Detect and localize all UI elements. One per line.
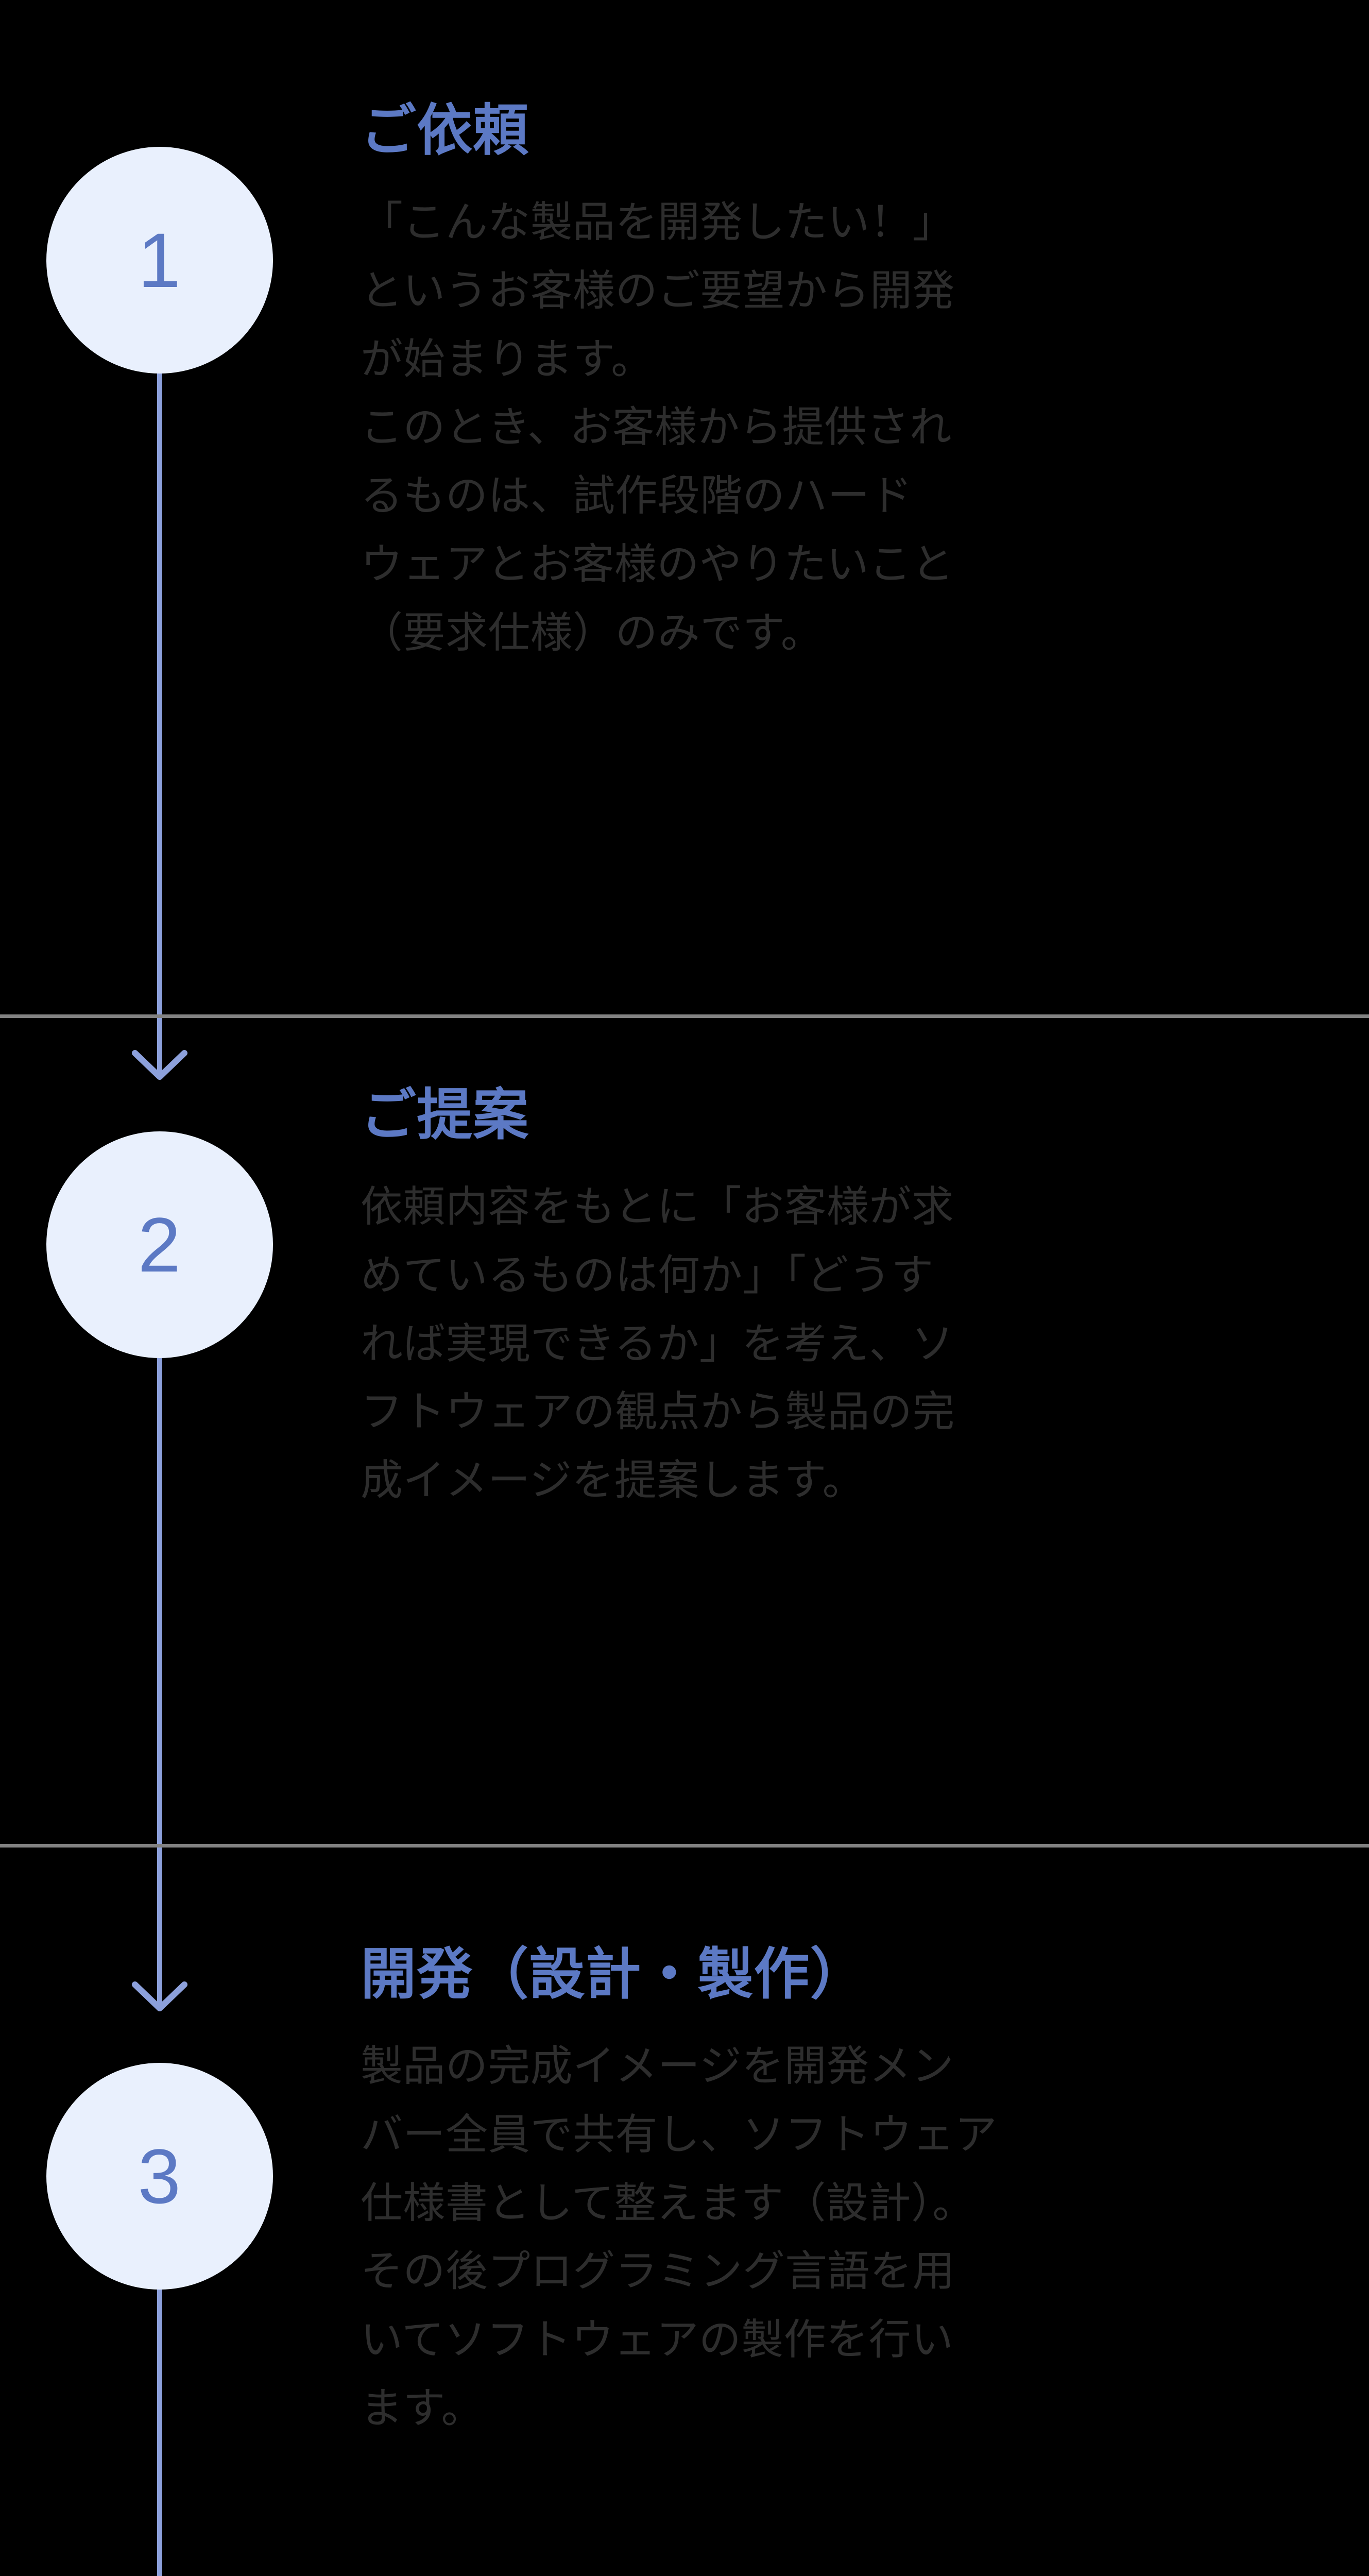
step-description-2: 依頼内容をもとに「お客様が求 めているものは何か」「どうす れば実現できるか」を… (361, 1183, 955, 1504)
step-content-3: 開発（設計・製作） 製品の完成イメージを開発メン バー全員で共有し、ソフトウェア… (361, 1939, 1329, 2443)
arrow-down-icon-to-step-2 (129, 1047, 191, 1083)
step-number-badge-3: 3 (46, 2063, 273, 2290)
step-number-label-2: 2 (138, 1201, 182, 1288)
connector-rail-step1-step2 (157, 372, 162, 1074)
step-description-1: 「こんな製品を開発したい！」 というお客様のご要望から開発 が始まります。 この… (361, 199, 955, 656)
step-number-label-1: 1 (138, 217, 182, 303)
connector-rail-step3-step4 (157, 2289, 162, 2576)
step-title-1: ご依頼 (361, 99, 529, 161)
step-title-3: 開発（設計・製作） (361, 1943, 866, 2005)
step-number-badge-1: 1 (46, 147, 273, 374)
step-description-3: 製品の完成イメージを開発メン バー全員で共有し、ソフトウェア 仕様書として整えま… (361, 2043, 998, 2432)
arrow-down-icon-to-step-3 (129, 1978, 191, 2014)
section-divider-2 (0, 1844, 1369, 1848)
connector-rail-step2-step3 (157, 1357, 162, 2006)
step-content-1: ご依頼 「こんな製品を開発したい！」 というお客様のご要望から開発 が始まります… (361, 95, 1329, 668)
step-title-2: ご提案 (361, 1083, 529, 1146)
step-number-label-3: 3 (138, 2133, 182, 2219)
section-divider-1 (0, 1014, 1369, 1018)
step-number-badge-2: 2 (46, 1131, 273, 1358)
step-content-2: ご提案 依頼内容をもとに「お客様が求 めているものは何か」「どうす れば実現でき… (361, 1080, 1329, 1515)
